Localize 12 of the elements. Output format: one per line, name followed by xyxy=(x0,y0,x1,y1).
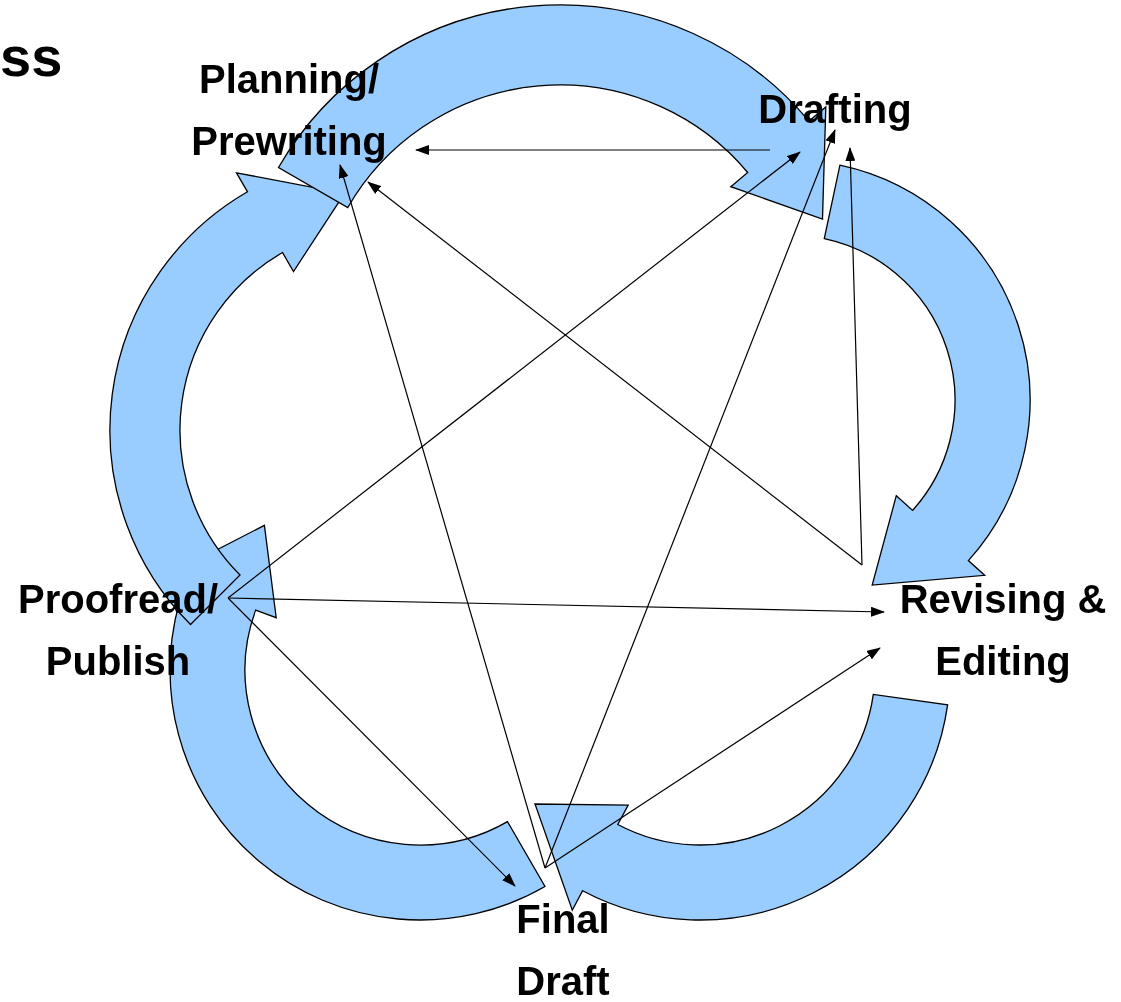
arrow xyxy=(845,147,863,566)
title: ss xyxy=(0,24,63,90)
arrow xyxy=(227,597,885,617)
arrow xyxy=(227,151,801,599)
stage-label: Revising & Editing xyxy=(898,576,1108,685)
stage-label: Final Draft xyxy=(515,896,611,1002)
arrow xyxy=(544,647,881,869)
arrow xyxy=(338,164,546,869)
arrow xyxy=(544,129,836,869)
arrow xyxy=(227,597,516,887)
arrow xyxy=(367,181,863,566)
arrow xyxy=(415,145,771,155)
